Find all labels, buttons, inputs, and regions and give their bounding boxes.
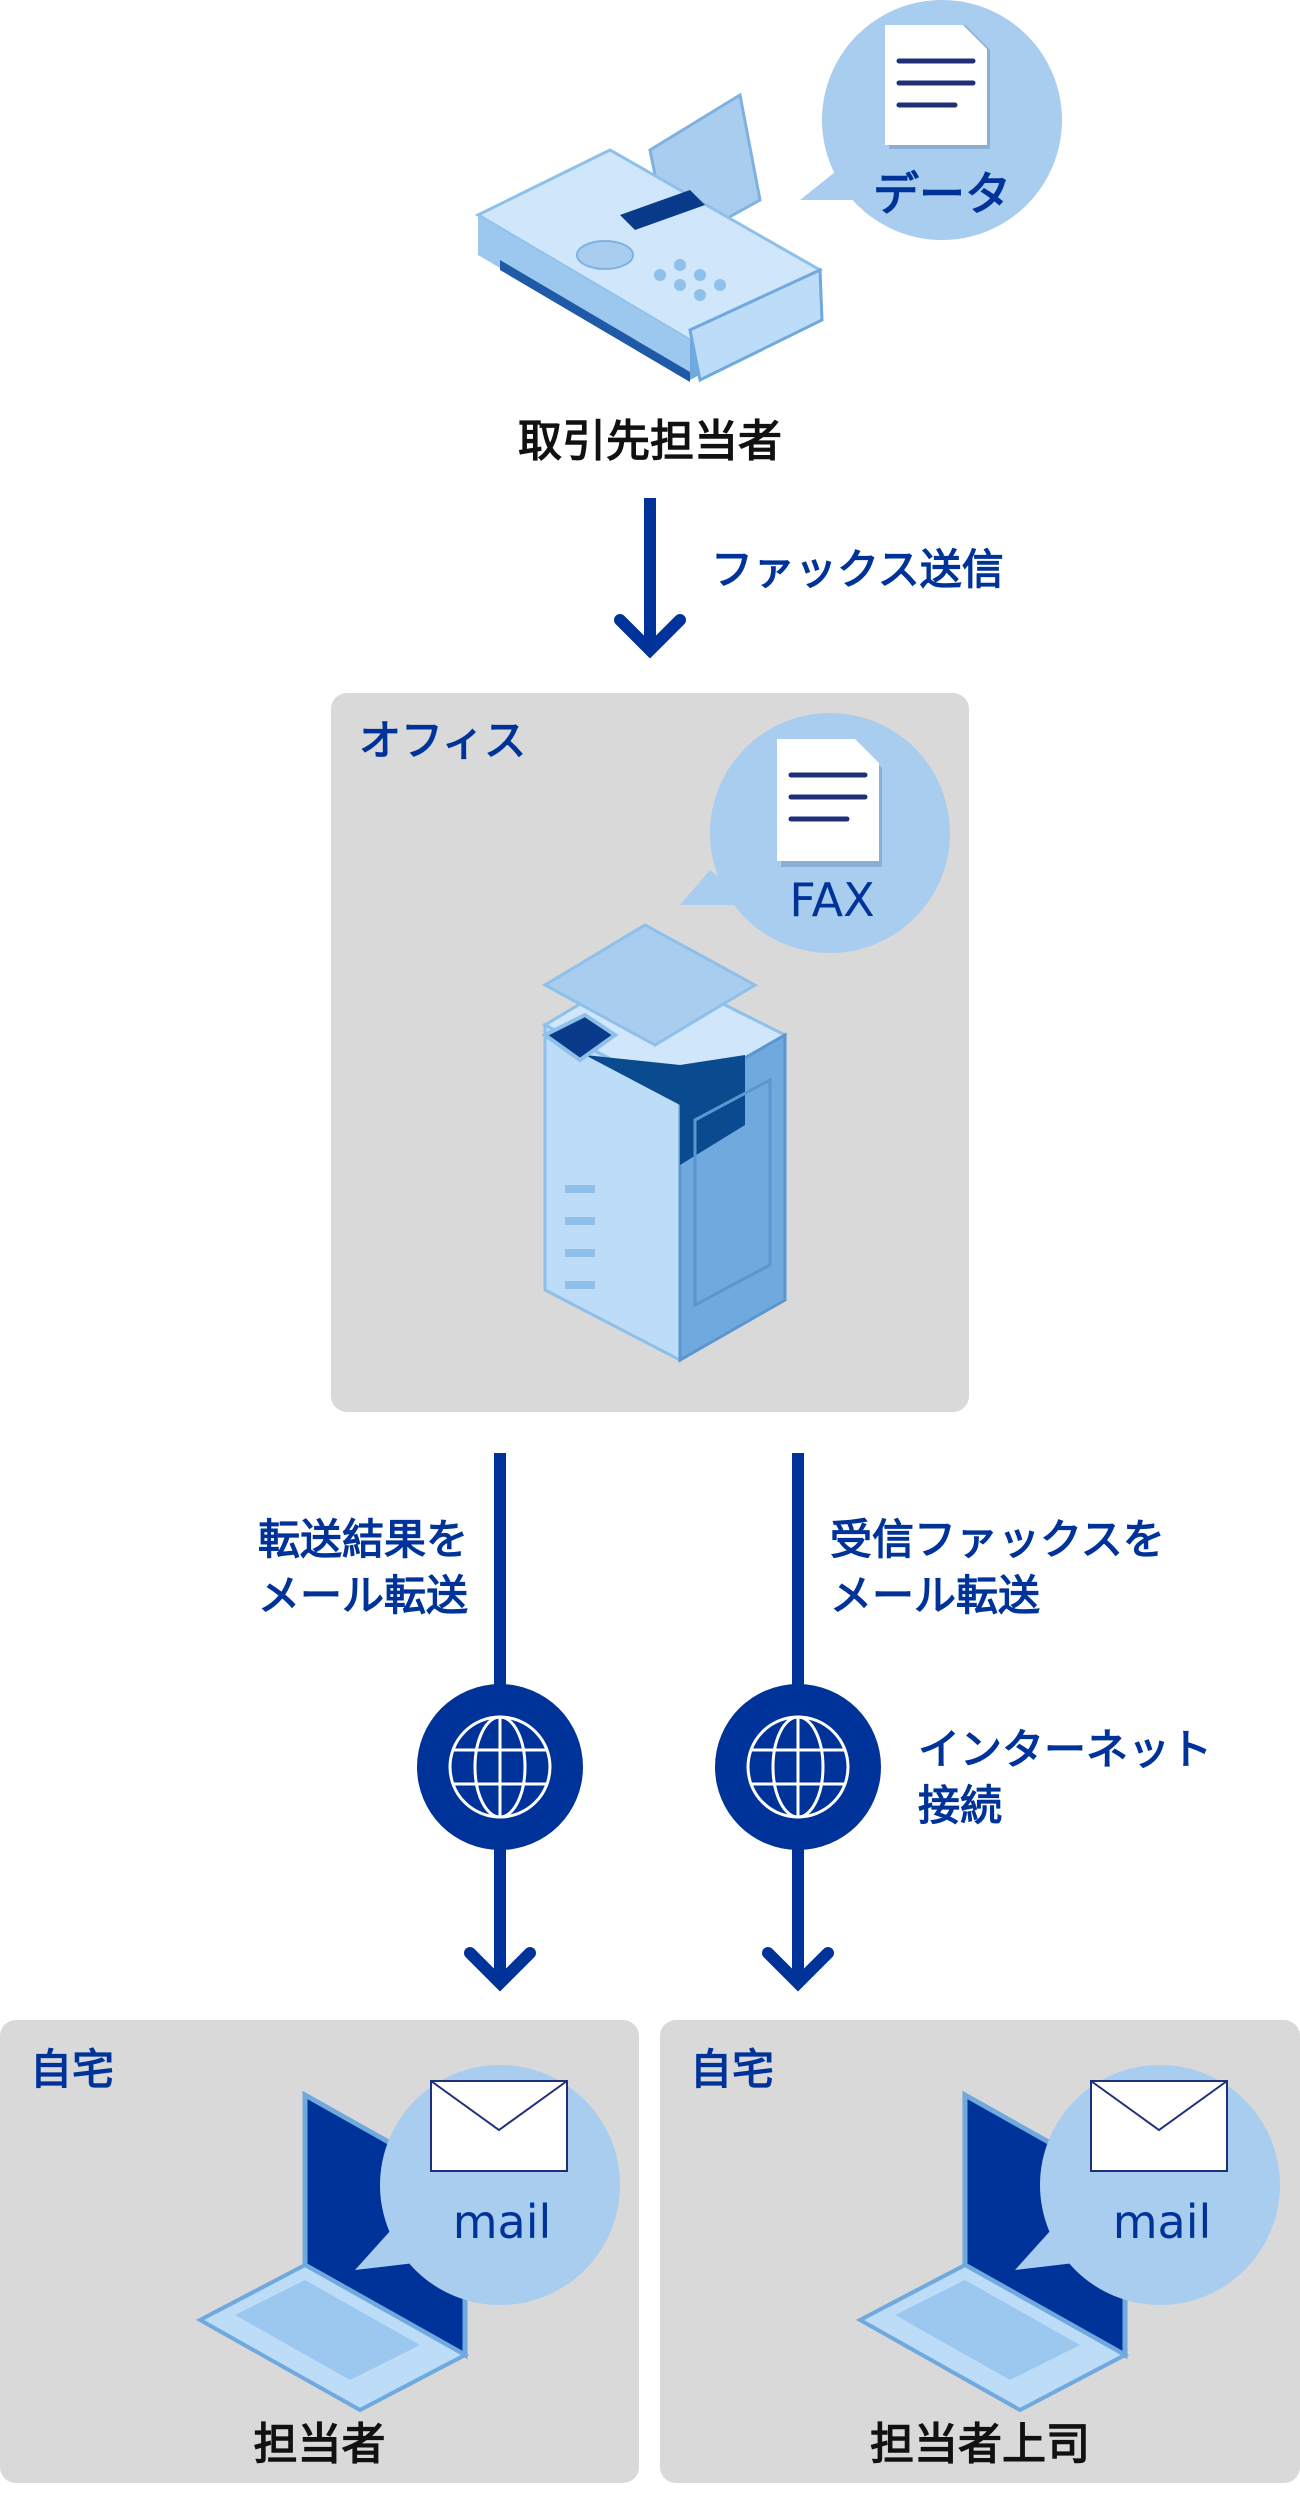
right-path-label: 受信ファックスを メール転送: [830, 1512, 1165, 1624]
fax-send-label: ファックス送信: [711, 545, 1004, 594]
bubble-label-data: データ: [873, 167, 1011, 221]
laptop-illustration: [195, 2090, 470, 2413]
envelope-icon: [430, 2080, 568, 2172]
internet-label: インターネット 接続: [918, 1722, 1212, 1834]
person-label: 担当者: [253, 2419, 386, 2470]
sender-label: 取引先担当者: [518, 416, 782, 467]
left-path-label: 転送結果を メール転送: [258, 1512, 468, 1624]
fax-machine-illustration: [474, 92, 824, 383]
label-line: メール転送: [257, 1571, 468, 1620]
bubble-label-mail: mail: [1112, 2195, 1212, 2249]
copier-illustration: [541, 923, 789, 1363]
envelope-icon: [1090, 2080, 1228, 2172]
arrow-down-icon: [762, 1947, 834, 1992]
person-label: 担当者上司: [870, 2419, 1090, 2470]
label-line: 接続: [918, 1781, 1003, 1830]
bubble-label-mail: mail: [452, 2195, 552, 2249]
label-line: 受信ファックスを: [830, 1515, 1165, 1564]
arrow-down-icon: [464, 1947, 536, 1992]
label-line: メール転送: [830, 1571, 1041, 1620]
bubble-label-fax: FAX: [789, 873, 875, 927]
laptop-illustration: [855, 2090, 1130, 2413]
home-title: 自宅: [30, 2045, 115, 2094]
label-line: 転送結果を: [257, 1515, 468, 1564]
arrow-down-icon: [614, 498, 686, 659]
globe-icon: [715, 1684, 881, 1850]
label-line: インターネット: [918, 1725, 1213, 1774]
document-icon: [885, 25, 990, 149]
home-title: 自宅: [690, 2045, 775, 2094]
document-icon: [777, 739, 882, 867]
globe-icon: [417, 1684, 583, 1850]
office-title: オフィス: [359, 716, 527, 765]
